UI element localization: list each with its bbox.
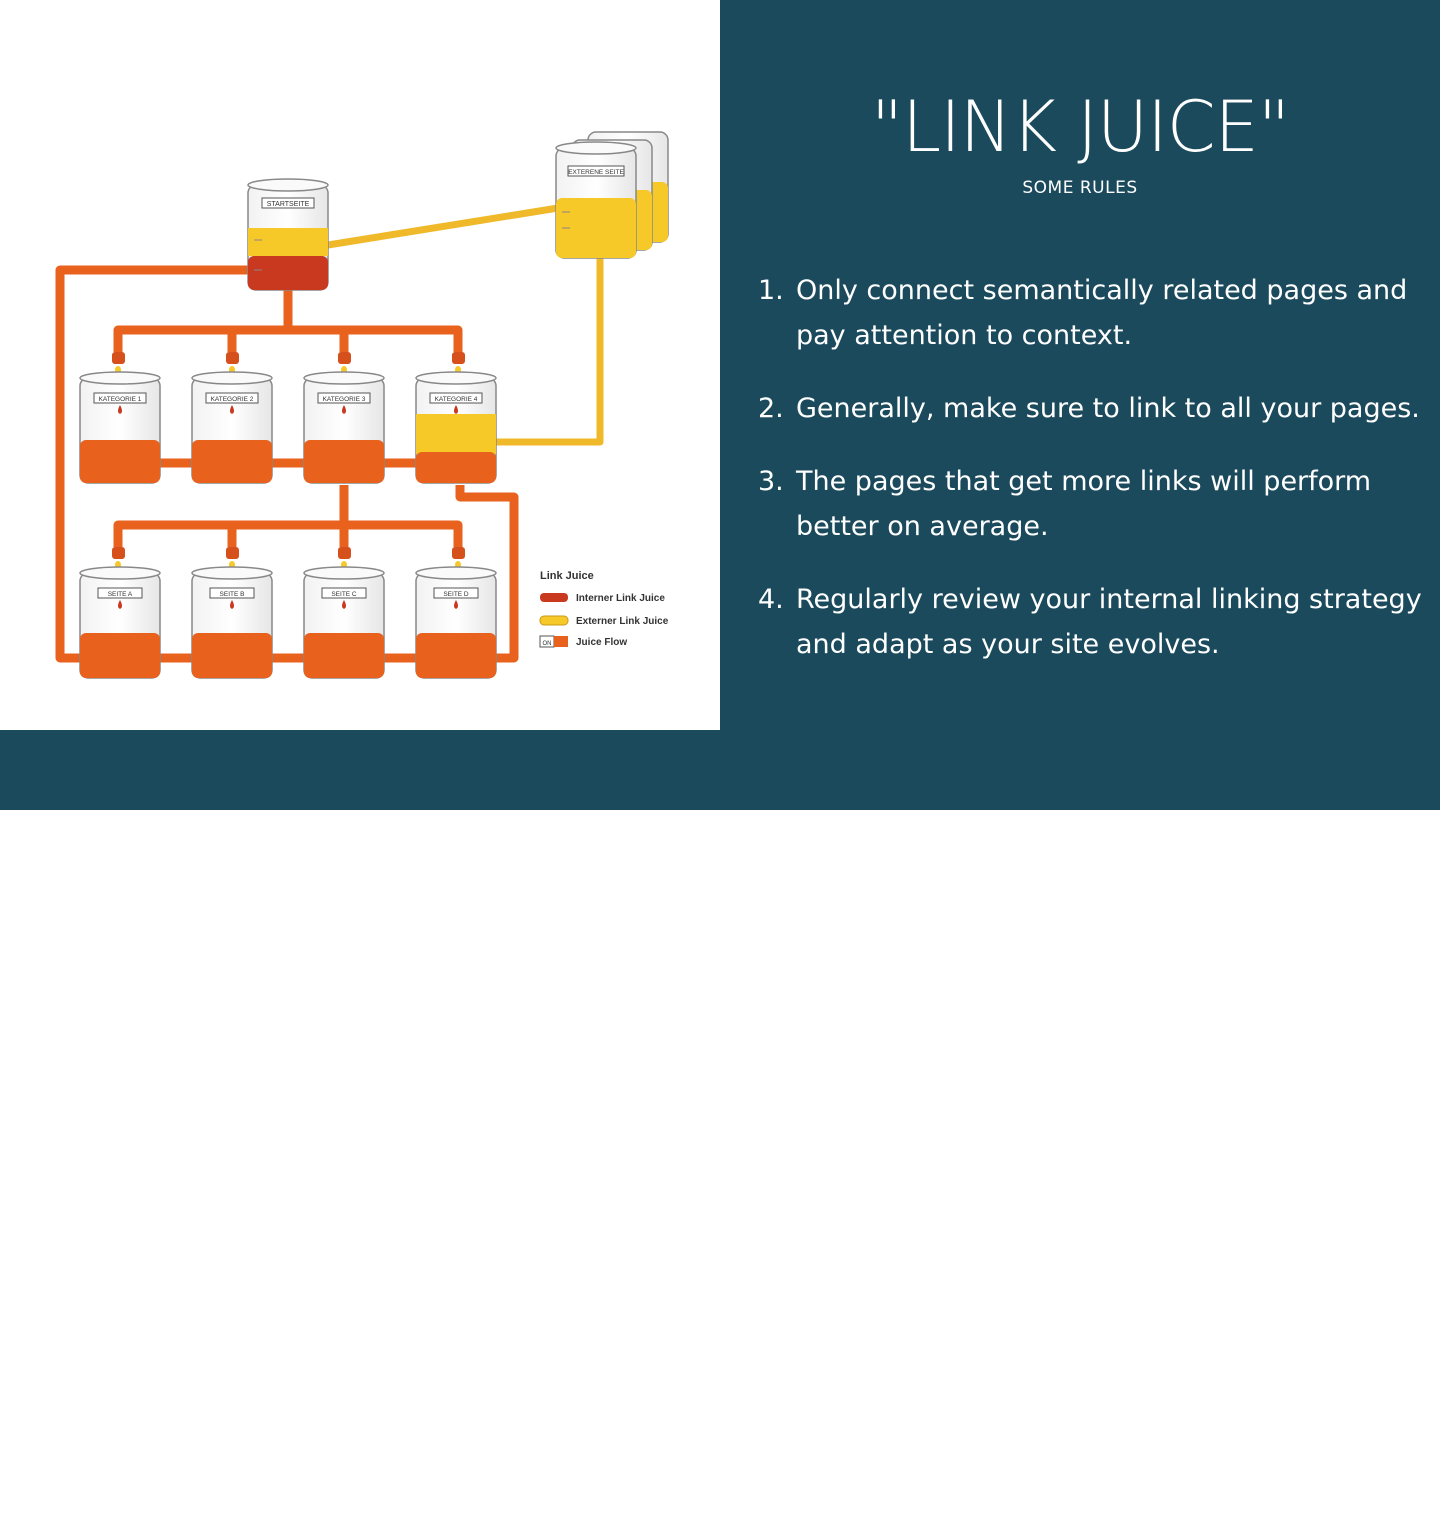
legend-external: Externer Link Juice — [576, 616, 669, 627]
rule-number: 4. — [758, 584, 784, 615]
legend-title: Link Juice — [540, 570, 594, 582]
page-label: SEITE D — [443, 591, 469, 598]
rule-number: 1. — [758, 275, 784, 306]
rule-text: Regularly review your internal linking s… — [796, 584, 1422, 660]
legend-flow: Juice Flow — [576, 637, 627, 648]
rule-number: 2. — [758, 393, 784, 424]
external-pipes — [327, 204, 604, 446]
category-jar-3: KATEGORIE 3 — [303, 371, 385, 484]
rule-item: 4. Regularly review your internal linkin… — [758, 577, 1438, 667]
rules-list: 1. Only connect semantically related pag… — [758, 268, 1438, 695]
external-site-jar: EXTERENE SEITE — [555, 131, 669, 259]
category-jar-2: KATEGORIE 2 — [191, 371, 273, 484]
legend-on-label: ON — [543, 641, 552, 647]
page-label: SEITE C — [331, 591, 357, 598]
rule-text: Generally, make sure to link to all your… — [796, 393, 1420, 424]
category-label: KATEGORIE 1 — [99, 396, 142, 403]
page-jar-d: SEITE D — [415, 566, 497, 679]
rule-text: Only connect semantically related pages … — [796, 275, 1408, 351]
rule-item: 2. Generally, make sure to link to all y… — [758, 386, 1438, 431]
page-jar-b: SEITE B — [191, 566, 273, 679]
slide-title: "LINK JUICE" — [870, 86, 1290, 168]
rule-item: 1. Only connect semantically related pag… — [758, 268, 1438, 358]
category-jar-4: KATEGORIE 4 — [415, 371, 497, 484]
legend: Link Juice Interner Link Juice Externer … — [539, 570, 669, 648]
category-label: KATEGORIE 4 — [435, 396, 478, 403]
category-label: KATEGORIE 3 — [323, 396, 366, 403]
valves — [112, 352, 465, 559]
legend-internal: Interner Link Juice — [576, 593, 665, 604]
rule-text: The pages that get more links will perfo… — [796, 466, 1372, 542]
page-label: SEITE B — [220, 591, 245, 598]
diagram-panel: EXTERENE SEITE STARTSEITE KATEGORIE 1 — [0, 0, 720, 730]
slide-subtitle: SOME RULES — [1022, 178, 1138, 198]
page-jar-a: SEITE A — [79, 566, 161, 679]
category-jar-1: KATEGORIE 1 — [79, 371, 161, 484]
internal-pipes — [55, 265, 519, 663]
rules-panel: "LINK JUICE" SOME RULES 1. Only connect … — [720, 0, 1440, 730]
start-page-label: STARTSEITE — [267, 201, 310, 208]
page-jar-c: SEITE C — [303, 566, 385, 679]
rule-item: 3. The pages that get more links will pe… — [758, 459, 1438, 549]
page-label: SEITE A — [108, 591, 133, 598]
footer-bar: search 'n stuff — [0, 730, 1440, 1523]
external-site-label: EXTERENE SEITE — [568, 169, 624, 176]
link-juice-diagram: EXTERENE SEITE STARTSEITE KATEGORIE 1 — [55, 131, 669, 679]
category-label: KATEGORIE 2 — [211, 396, 254, 403]
rule-number: 3. — [758, 466, 784, 497]
start-page-jar: STARTSEITE — [247, 178, 329, 291]
brand-logo-text: search 'n stuff — [557, 1472, 883, 1523]
